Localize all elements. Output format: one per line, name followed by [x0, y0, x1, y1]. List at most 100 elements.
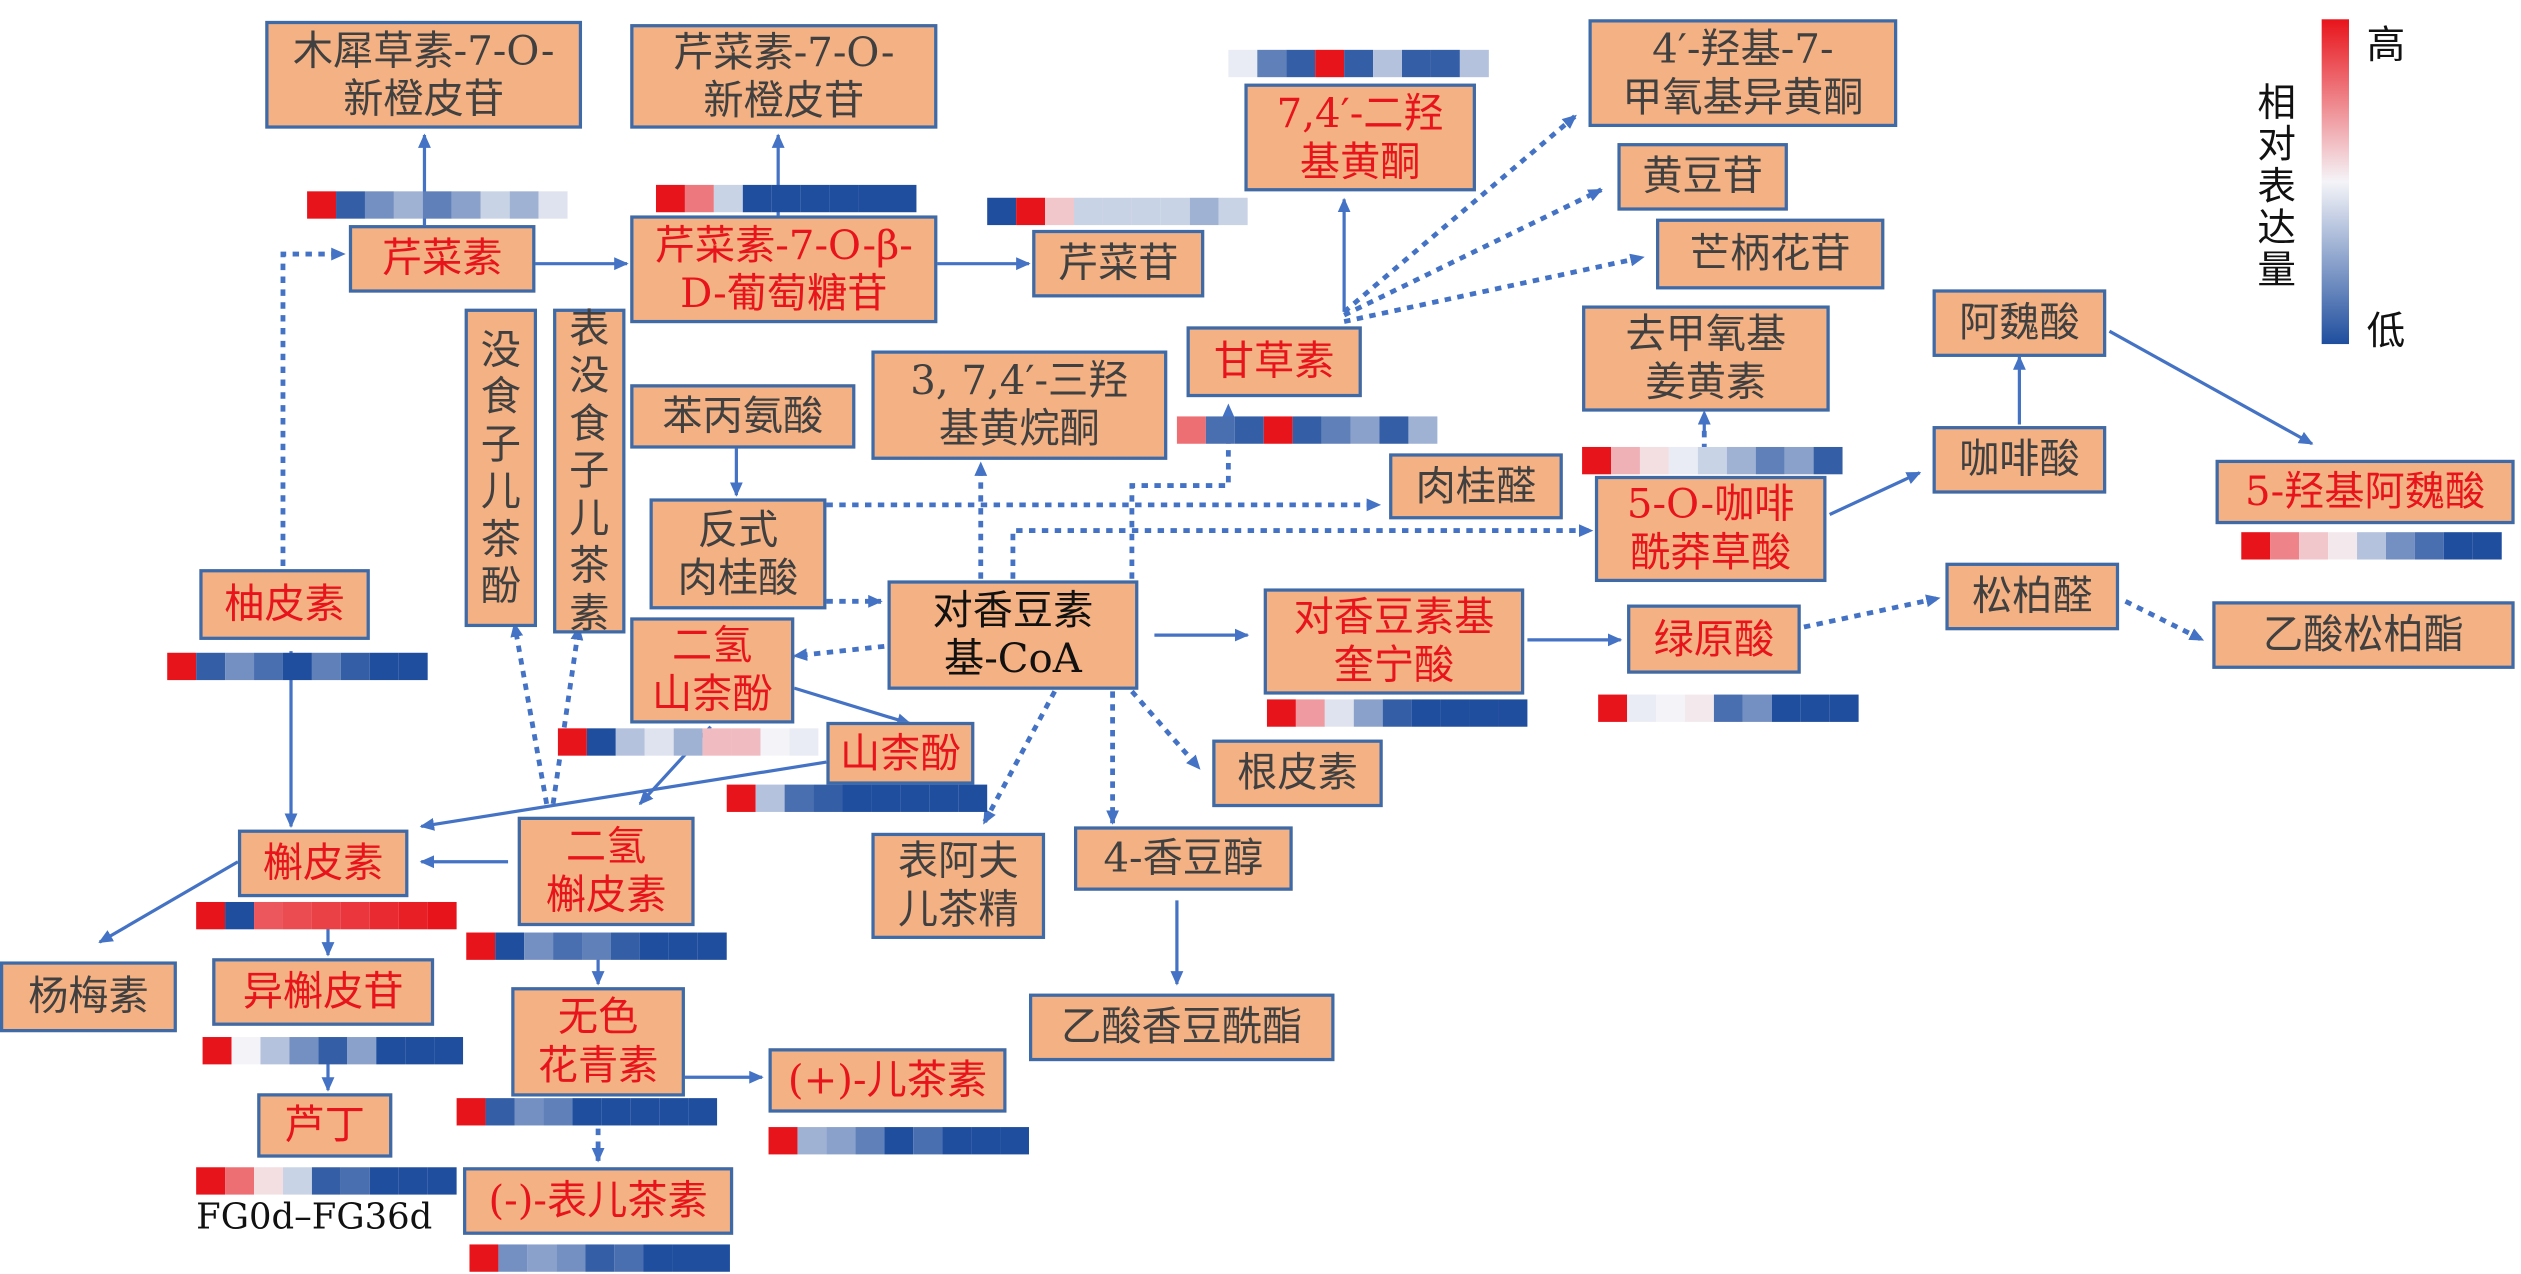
node-label: 甘草素 [1213, 337, 1335, 385]
node-gallocatechol: 没食子儿茶酚 [464, 308, 538, 628]
heatmap-cell [538, 191, 568, 219]
heatmap-cell [524, 932, 554, 960]
expression-color-scale [2321, 19, 2349, 345]
heatmap-catechin [768, 1127, 1029, 1155]
heatmap-cell [1784, 446, 1814, 475]
heatmap-cell [2472, 532, 2502, 560]
heatmap-liquiritigenin [1176, 416, 1438, 444]
heatmap-cell [311, 1167, 341, 1195]
node-cinnamaldehyde: 肉桂醛 [1389, 453, 1563, 520]
heatmap-cell [672, 1244, 702, 1272]
heatmap-cell [829, 184, 859, 213]
heatmap-cell [311, 901, 341, 930]
heatmap-cell [784, 784, 814, 812]
node-luteolin-neohesperidoside: 木犀草素-7-O- 新橙皮苷 [265, 20, 583, 129]
heatmap-cell [260, 1037, 290, 1065]
heatmap-cell [1102, 197, 1132, 226]
node-label: 乙酸松柏酯 [2262, 610, 2464, 658]
legend-low-label: 低 [2366, 308, 2406, 354]
node-caffeoylshikimic-acid: 5-O-咖啡 酰莽草酸 [1594, 475, 1827, 583]
heatmap-cell [369, 901, 399, 930]
heatmap-cell [601, 1098, 631, 1126]
node-naringenin: 柚皮素 [199, 569, 370, 640]
heatmap-dihydrokaempferol [557, 728, 819, 756]
heatmap-cell [1228, 49, 1258, 78]
heatmap-cell [1726, 446, 1756, 475]
arrow-dhq-to-egcg [550, 625, 584, 805]
heatmap-cell [514, 1098, 544, 1126]
node-label: 松柏醛 [1971, 572, 2093, 620]
heatmap-cell [480, 191, 510, 219]
heatmap-cell [1286, 49, 1316, 78]
heatmap-cell [2385, 532, 2415, 560]
node-label: 无色 花青素 [537, 993, 659, 1089]
heatmap-cell [1295, 699, 1325, 727]
node-label: 根皮素 [1237, 749, 1358, 796]
node-label: 芹菜苷 [1057, 239, 1179, 287]
heatmap-cell [1292, 416, 1322, 444]
node-label: 5-羟基阿魏酸 [2244, 467, 2486, 515]
node-label: 芦丁 [284, 1101, 365, 1148]
node-label: 反式 肉桂酸 [677, 505, 799, 601]
heatmap-cell [1315, 49, 1345, 78]
heatmap-cell [196, 901, 226, 930]
heatmap-cell [427, 901, 457, 930]
node-phloretin: 根皮素 [1212, 739, 1383, 808]
heatmap-cell [557, 728, 587, 756]
heatmap-cell [797, 1127, 827, 1155]
arrow-naringenin-to-qcs [280, 247, 346, 566]
heatmap-cell [336, 191, 365, 219]
node-label: 表没食子儿茶素 [569, 305, 610, 637]
arrow-dhq-to-egc [510, 622, 550, 805]
heatmap-cell [958, 784, 988, 812]
heatmap-cell [1411, 699, 1441, 727]
heatmap-cell [498, 1244, 528, 1272]
heatmap-cell [586, 728, 616, 756]
heatmap-cell [713, 184, 743, 213]
heatmap-cell [1353, 699, 1383, 727]
heatmap-cell [789, 728, 819, 756]
heatmap-cell [1582, 446, 1612, 475]
heatmap-cell [1176, 416, 1206, 444]
node-liquiritigenin: 甘草素 [1186, 326, 1362, 398]
heatmap-isoquercitrin [202, 1037, 464, 1065]
heatmap-cell [1266, 699, 1296, 727]
heatmap-cell [282, 652, 312, 681]
arrow-coumaroyl-to-dhk [792, 643, 885, 662]
heatmap-cell [1430, 49, 1460, 78]
arrow-coniferal-to-acetate [2124, 599, 2205, 643]
heatmap-cell [398, 1167, 428, 1195]
legend-title: 相对表达量 [2257, 80, 2296, 293]
arrow-kaempferol-to-quercetin [419, 760, 827, 831]
heatmap-cell [1218, 197, 1248, 226]
heatmap-cell [1469, 699, 1499, 727]
heatmap-cell [688, 1098, 718, 1126]
node-demethoxycurcumin: 去甲氧基 姜黄素 [1582, 305, 1830, 412]
heatmap-cell [1344, 49, 1374, 78]
heatmap-cell [1321, 416, 1351, 444]
node-label: (-)-表儿茶素 [488, 1176, 708, 1224]
heatmap-cell [282, 1167, 312, 1195]
node-kaempferol: 山柰酚 [826, 721, 975, 785]
heatmap-cell [639, 932, 669, 960]
node-label: 咖啡酸 [1959, 435, 2080, 483]
heatmap-cell [289, 1037, 319, 1065]
node-dihydroquercetin: 二氢 槲皮素 [517, 816, 695, 927]
heatmap-cell [231, 1037, 261, 1065]
node-quercetin: 槲皮素 [237, 829, 409, 898]
node-label: 乙酸香豆酰酯 [1061, 1003, 1303, 1050]
heatmap-cell [630, 1098, 660, 1126]
heatmap-cell [553, 932, 583, 960]
node-hydroxy-methoxyisoflavone: 4′-羟基-7- 甲氧基异黄酮 [1588, 19, 1898, 128]
node-dihydrokaempferol: 二氢 山柰酚 [630, 617, 795, 724]
heatmap-cell [469, 1244, 499, 1272]
node-5-hydroxyferulic-acid: 5-羟基阿魏酸 [2215, 459, 2515, 525]
node-ononin: 芒柄花苷 [1656, 218, 1885, 290]
heatmap-cell [726, 784, 756, 812]
node-label: 芒柄花苷 [1689, 229, 1851, 277]
heatmap-cell [466, 932, 496, 960]
heatmap-cell [659, 1098, 689, 1126]
heatmap-cell [1324, 699, 1354, 727]
heatmap-cell [311, 652, 341, 681]
heatmap-cell [254, 901, 283, 930]
